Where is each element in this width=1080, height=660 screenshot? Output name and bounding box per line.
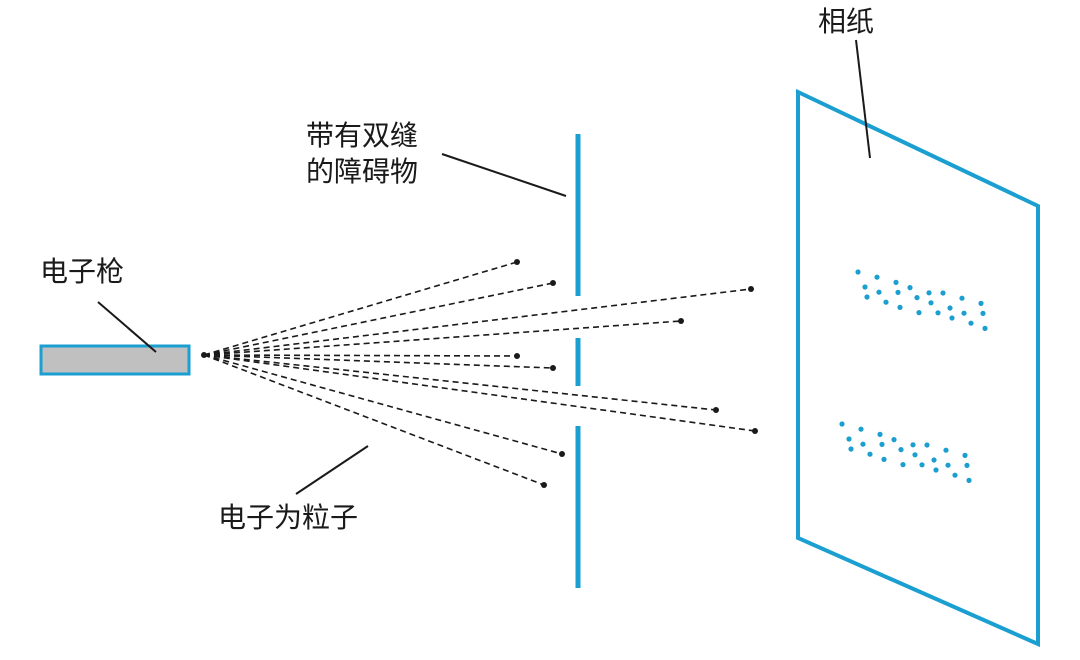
electron-path bbox=[203, 288, 752, 356]
paper-hit-patterns bbox=[839, 269, 988, 483]
hit-dot bbox=[893, 279, 899, 285]
gun-leader-line bbox=[97, 301, 157, 353]
electron-path bbox=[203, 354, 717, 411]
obstacle-label-line1: 带有双缝 bbox=[306, 119, 419, 152]
obstacle-leader-line bbox=[441, 153, 567, 197]
hit-dot bbox=[839, 421, 845, 427]
particle-leader-line bbox=[295, 445, 369, 495]
hit-dot bbox=[914, 295, 920, 301]
hit-dot bbox=[876, 289, 882, 295]
hit-dot bbox=[855, 269, 861, 275]
hit-dot bbox=[910, 442, 916, 448]
electron-endpoint bbox=[678, 318, 684, 324]
electron-endpoints bbox=[201, 259, 758, 488]
hit-dot bbox=[919, 462, 925, 468]
electron-path bbox=[203, 354, 563, 455]
hit-dot bbox=[900, 462, 906, 468]
hit-dot bbox=[943, 447, 949, 453]
electron-path bbox=[203, 354, 554, 369]
electron-path bbox=[203, 354, 545, 486]
gun-emission-point bbox=[201, 352, 207, 358]
hit-dot bbox=[961, 310, 967, 316]
obstacle-label: 带有双缝 的障碍物 bbox=[306, 118, 418, 190]
hit-dot bbox=[982, 325, 988, 331]
electron-endpoint bbox=[748, 286, 754, 292]
hit-dot bbox=[952, 472, 958, 478]
hit-dot bbox=[848, 446, 854, 452]
hit-dot bbox=[862, 284, 868, 290]
hit-dot bbox=[897, 304, 903, 310]
hit-dot bbox=[968, 320, 974, 326]
electron-paths bbox=[203, 261, 756, 486]
hit-dot bbox=[916, 310, 922, 316]
hit-dot bbox=[912, 452, 918, 458]
electron-endpoint bbox=[752, 428, 758, 434]
hit-dot bbox=[867, 451, 873, 457]
hit-dot bbox=[858, 426, 864, 432]
electron-endpoint bbox=[550, 280, 556, 286]
electron-path bbox=[203, 282, 554, 356]
hit-dot bbox=[898, 447, 904, 453]
electron-gun-label: 电子枪 bbox=[40, 255, 125, 288]
hit-dot bbox=[891, 437, 897, 443]
hit-dot bbox=[959, 295, 965, 301]
hit-dot bbox=[924, 442, 930, 448]
hit-dot bbox=[877, 431, 883, 437]
hit-dot bbox=[947, 305, 953, 311]
electron-path bbox=[203, 354, 756, 432]
hit-dot bbox=[864, 294, 870, 300]
hit-dot bbox=[940, 290, 946, 296]
hit-dot bbox=[926, 290, 932, 296]
hit-dot bbox=[935, 310, 941, 316]
electron-endpoint bbox=[541, 482, 547, 488]
hit-dot bbox=[881, 456, 887, 462]
particle-label: 电子为粒子 bbox=[218, 501, 359, 534]
hit-dot bbox=[883, 299, 889, 305]
electron-path bbox=[203, 354, 518, 357]
electron-endpoint bbox=[713, 407, 719, 413]
hit-dot bbox=[931, 457, 937, 463]
hit-dot bbox=[879, 441, 885, 447]
hit-dot bbox=[907, 285, 913, 291]
hit-dot bbox=[978, 300, 984, 306]
electron-endpoint bbox=[514, 353, 520, 359]
hit-dot bbox=[895, 289, 901, 295]
paper-leader-line bbox=[855, 39, 871, 159]
electron-gun bbox=[39, 344, 191, 376]
hit-dot bbox=[964, 462, 970, 468]
hit-dot bbox=[949, 315, 955, 321]
hit-dot bbox=[945, 462, 951, 468]
hit-dot bbox=[874, 274, 880, 280]
hit-dot bbox=[980, 310, 986, 316]
electron-endpoint bbox=[550, 365, 556, 371]
photo-paper bbox=[796, 88, 1040, 648]
electron-endpoint bbox=[514, 259, 520, 265]
electron-path bbox=[203, 261, 518, 356]
hit-dot bbox=[860, 441, 866, 447]
photo-paper-label: 相纸 bbox=[818, 5, 875, 38]
hit-dot bbox=[966, 477, 972, 483]
hit-dot bbox=[962, 452, 968, 458]
obstacle-label-line2: 的障碍物 bbox=[306, 155, 419, 188]
electron-endpoint bbox=[559, 451, 565, 457]
hit-dot bbox=[846, 436, 852, 442]
hit-dot bbox=[928, 300, 934, 306]
hit-dot bbox=[933, 467, 939, 473]
